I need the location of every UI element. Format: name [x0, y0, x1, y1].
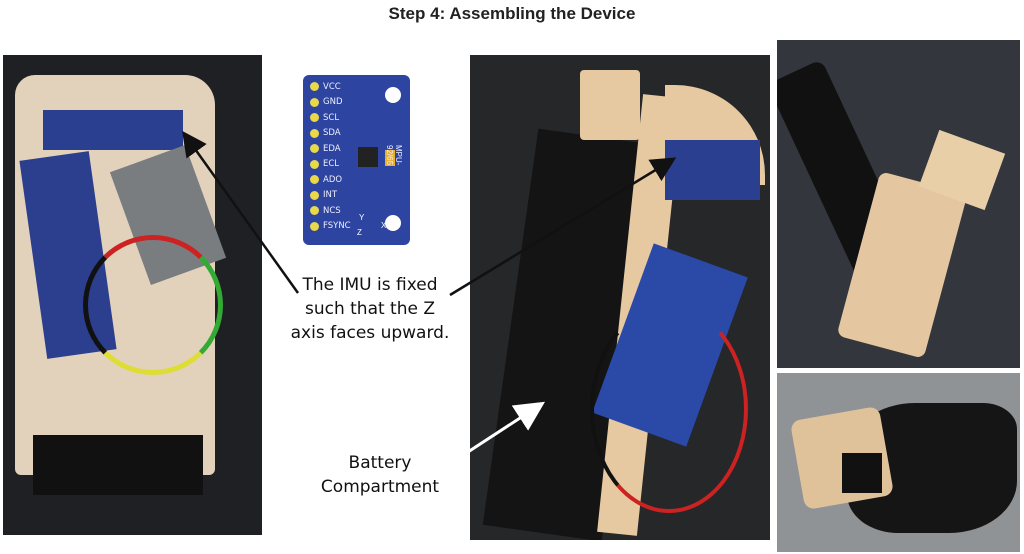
arrow-to-imu-middle [449, 157, 677, 297]
imu-pin: FSYNC [307, 219, 351, 235]
case-cap [580, 70, 640, 140]
battery-holder [33, 435, 203, 495]
imu-pin: SDA [307, 126, 351, 142]
imu-pin: ADO [307, 172, 351, 188]
imu-board [43, 110, 183, 150]
mount-hole [385, 87, 401, 103]
wires [83, 235, 223, 375]
imu-pin: NCS [307, 203, 351, 219]
imu-annotation: The IMU is fixed such that the Z axis fa… [290, 275, 450, 343]
imu-pin: INT [307, 188, 351, 204]
mount-hole [385, 215, 401, 231]
imu-pin: ECL [307, 157, 351, 173]
imu-board [665, 140, 760, 200]
photo-device-on-wrist [777, 373, 1020, 552]
battery [842, 453, 882, 493]
photo-battery-compartment [470, 55, 770, 540]
capacitor [385, 150, 395, 166]
axis-x-label: X [381, 221, 387, 230]
battery-annotation: Battery Compartment [320, 453, 440, 497]
imu-pin: EDA [307, 141, 351, 157]
imu-pin: VCC [307, 79, 351, 95]
imu-chip [358, 147, 378, 167]
wires [590, 305, 748, 513]
photo-device-with-strap [777, 40, 1020, 368]
figure-title: Step 4: Assembling the Device [388, 4, 636, 23]
photo-device-top-view [3, 55, 262, 535]
arrow-to-battery [447, 401, 546, 467]
axis-y-label: Y [359, 213, 365, 222]
imu-pin: SCL [307, 110, 351, 126]
axis-z-label: Z [357, 228, 362, 237]
imu-pin: GND [307, 95, 351, 111]
arrow-to-imu-left [182, 130, 300, 294]
imu-module-image: VCC GND SCL SDA EDA ECL ADO INT NCS FSYN… [303, 75, 410, 245]
